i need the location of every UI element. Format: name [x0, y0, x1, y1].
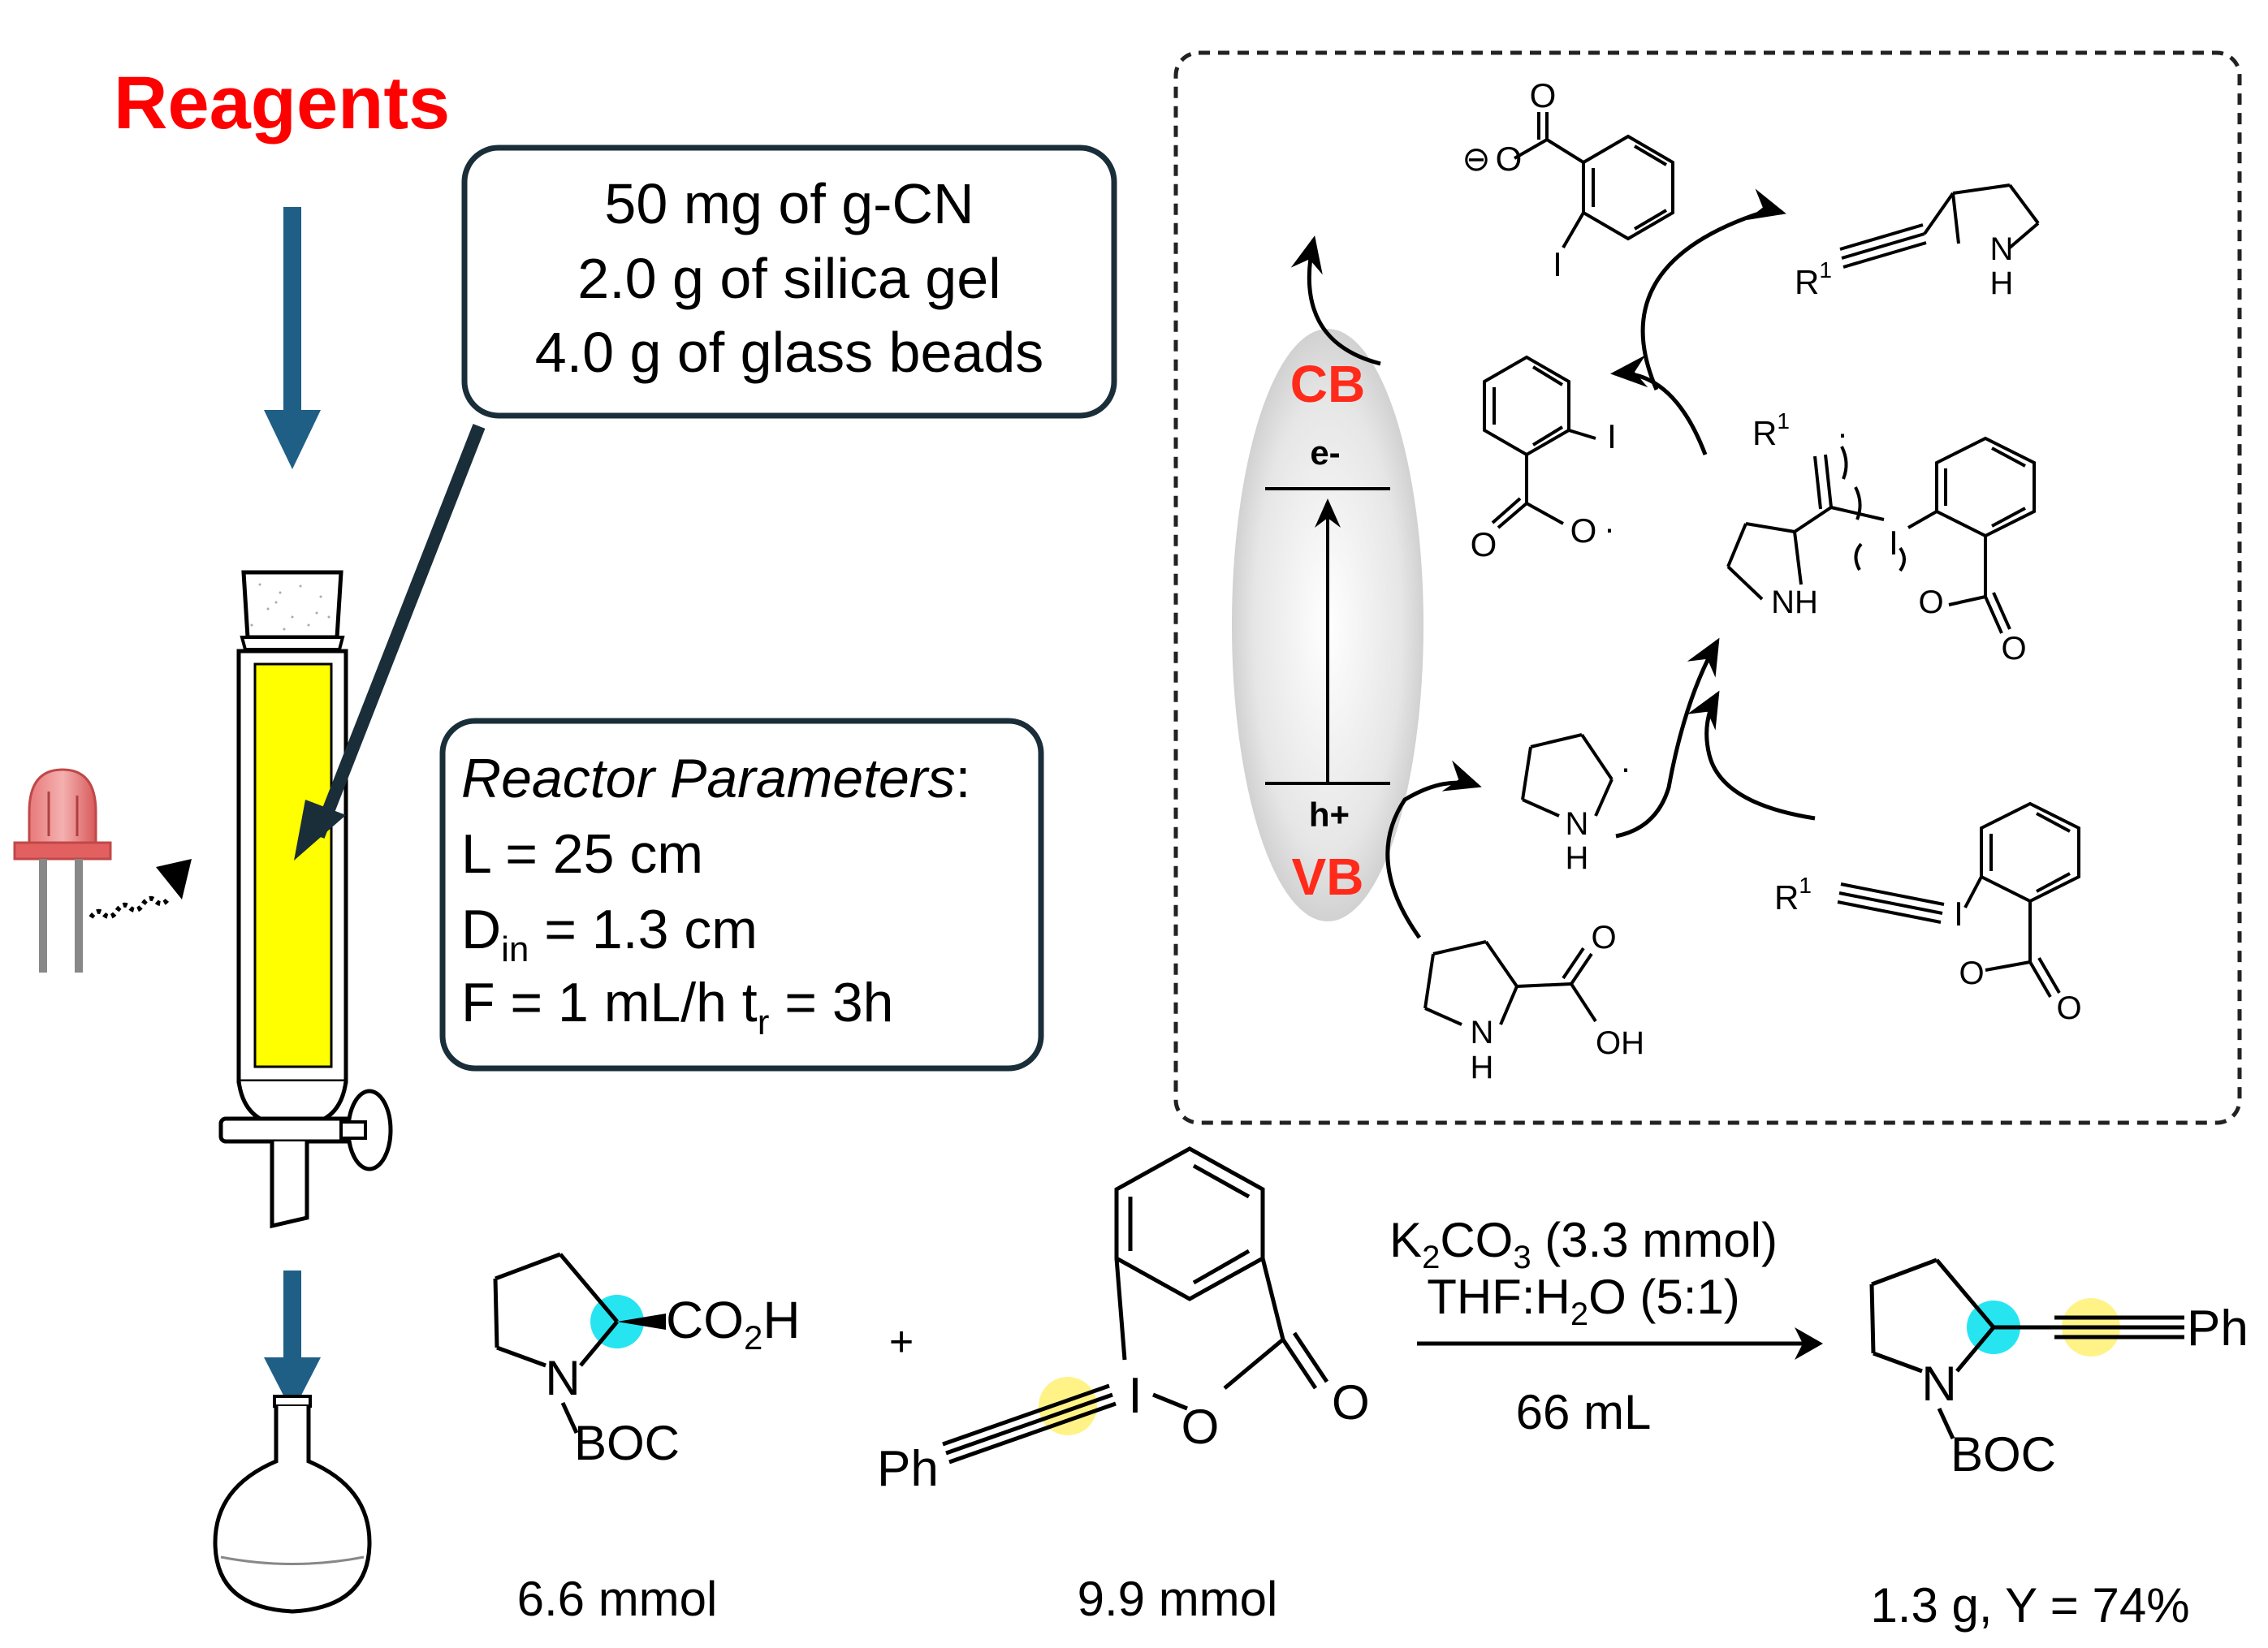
atom-n: N	[1471, 1015, 1494, 1050]
reactor-heading: Reactor Parameters:	[461, 748, 970, 809]
ebx-reagent	[1837, 801, 2080, 999]
atom-n: N	[1921, 1357, 1956, 1411]
ph-ebx: I O O Ph	[877, 1146, 1370, 1497]
atom-i: I	[1889, 524, 1899, 562]
ph-label: Ph	[2187, 1301, 2249, 1357]
atom-n: N	[1990, 231, 2014, 267]
base-condition: K2CO3 (3.3 mmol)	[1389, 1213, 1778, 1275]
amount-substrate: 6.6 mmol	[517, 1572, 718, 1626]
charge-minus: ⊖	[1462, 140, 1490, 178]
atom-i: I	[1954, 895, 1963, 933]
atom-oh: OH	[1596, 1025, 1644, 1061]
reactor-diameter: Din = 1.3 cm	[461, 899, 758, 969]
alkyne-product: Ph N BOC	[1869, 1258, 2249, 1482]
title: Reagents	[114, 62, 450, 145]
atom-o: O	[1570, 511, 1597, 550]
packing-arrow	[294, 424, 486, 861]
light-arrow	[89, 859, 192, 920]
atom-h: H	[1471, 1050, 1494, 1085]
collection-flask	[213, 1395, 372, 1614]
led-icon	[13, 768, 112, 973]
output-arrow	[264, 1271, 321, 1413]
reaction-conditions: K2CO3 (3.3 mmol) THF:H2O (5:1) 66 mL	[1389, 1213, 1823, 1439]
atom-o: O	[1332, 1375, 1370, 1430]
radical-dot: ·	[1620, 749, 1631, 787]
volume-label: 66 mL	[1516, 1385, 1652, 1439]
reactor-flow: F = 1 mL/h tr = 3h	[461, 972, 894, 1042]
proline	[1423, 940, 1597, 1026]
benzoyloxy-radical	[1483, 355, 1596, 529]
atom-h: H	[1990, 265, 2014, 301]
atom-nh: NH	[1771, 585, 1818, 620]
mechanism-panel: CB VB e- h+ O O ⊖ I	[1173, 50, 2242, 1125]
iodobenzoate-anion	[1514, 112, 1674, 249]
catalyst-line-2: 2.0 g of silica gel	[577, 247, 1000, 310]
radical-dot: ·	[1837, 414, 1848, 452]
atom-i: I	[1607, 417, 1617, 455]
atom-o: O	[1182, 1400, 1220, 1454]
atom-i: I	[1553, 245, 1562, 283]
reactor-column	[218, 570, 393, 1229]
atom-n: N	[545, 1351, 580, 1405]
yield-label: 1.3 g, Y = 74%	[1870, 1578, 2189, 1633]
catalyst-line-1: 50 mg of g-CN	[604, 172, 974, 235]
amount-reagent: 9.9 mmol	[1078, 1572, 1278, 1626]
atom-o: O	[2056, 990, 2081, 1026]
atom-o: O	[1530, 76, 1557, 114]
atom-h: H	[1566, 840, 1589, 876]
electron-label: e-	[1310, 434, 1340, 472]
alkynyl-pyrrolidine	[1839, 183, 2040, 269]
boc-label: BOC	[1950, 1427, 2056, 1482]
hole-label: h+	[1309, 796, 1350, 834]
atom-o: O	[1496, 140, 1523, 178]
solvent-condition: THF:H2O (5:1)	[1427, 1270, 1740, 1332]
atom-i: I	[1128, 1368, 1142, 1424]
atom-o: O	[1471, 525, 1497, 563]
r-group: R1	[1752, 408, 1790, 452]
feed-arrow	[264, 207, 321, 469]
atom-o: O	[1918, 585, 1943, 620]
reactor-length: L = 25 cm	[461, 823, 703, 885]
atom-o: O	[1959, 956, 1984, 991]
pyrrolidinyl-radical	[1521, 733, 1614, 818]
catalyst-line-3: 4.0 g of glass beads	[535, 321, 1044, 384]
r-group: R1	[1774, 873, 1812, 917]
ph-label: Ph	[877, 1441, 939, 1497]
atom-o: O	[1591, 920, 1616, 956]
plus-sign: +	[889, 1318, 914, 1365]
carboxyl-label: CO2H	[666, 1291, 801, 1357]
atom-n: N	[1566, 806, 1589, 842]
vb-label: VB	[1292, 848, 1364, 906]
radical-dot: ·	[1604, 509, 1615, 547]
radical-adduct	[1726, 436, 2036, 634]
cb-label: CB	[1290, 355, 1365, 413]
catalyst-box: 50 mg of g-CN 2.0 g of silica gel 4.0 g …	[461, 145, 1117, 419]
boc-label: BOC	[574, 1416, 680, 1470]
boc-proline: CO2H N BOC	[493, 1252, 801, 1470]
atom-o: O	[2001, 631, 2026, 667]
reactor-box: Reactor Parameters: L = 25 cm Din = 1.3 …	[439, 718, 1044, 1072]
r-group: R1	[1795, 257, 1832, 301]
